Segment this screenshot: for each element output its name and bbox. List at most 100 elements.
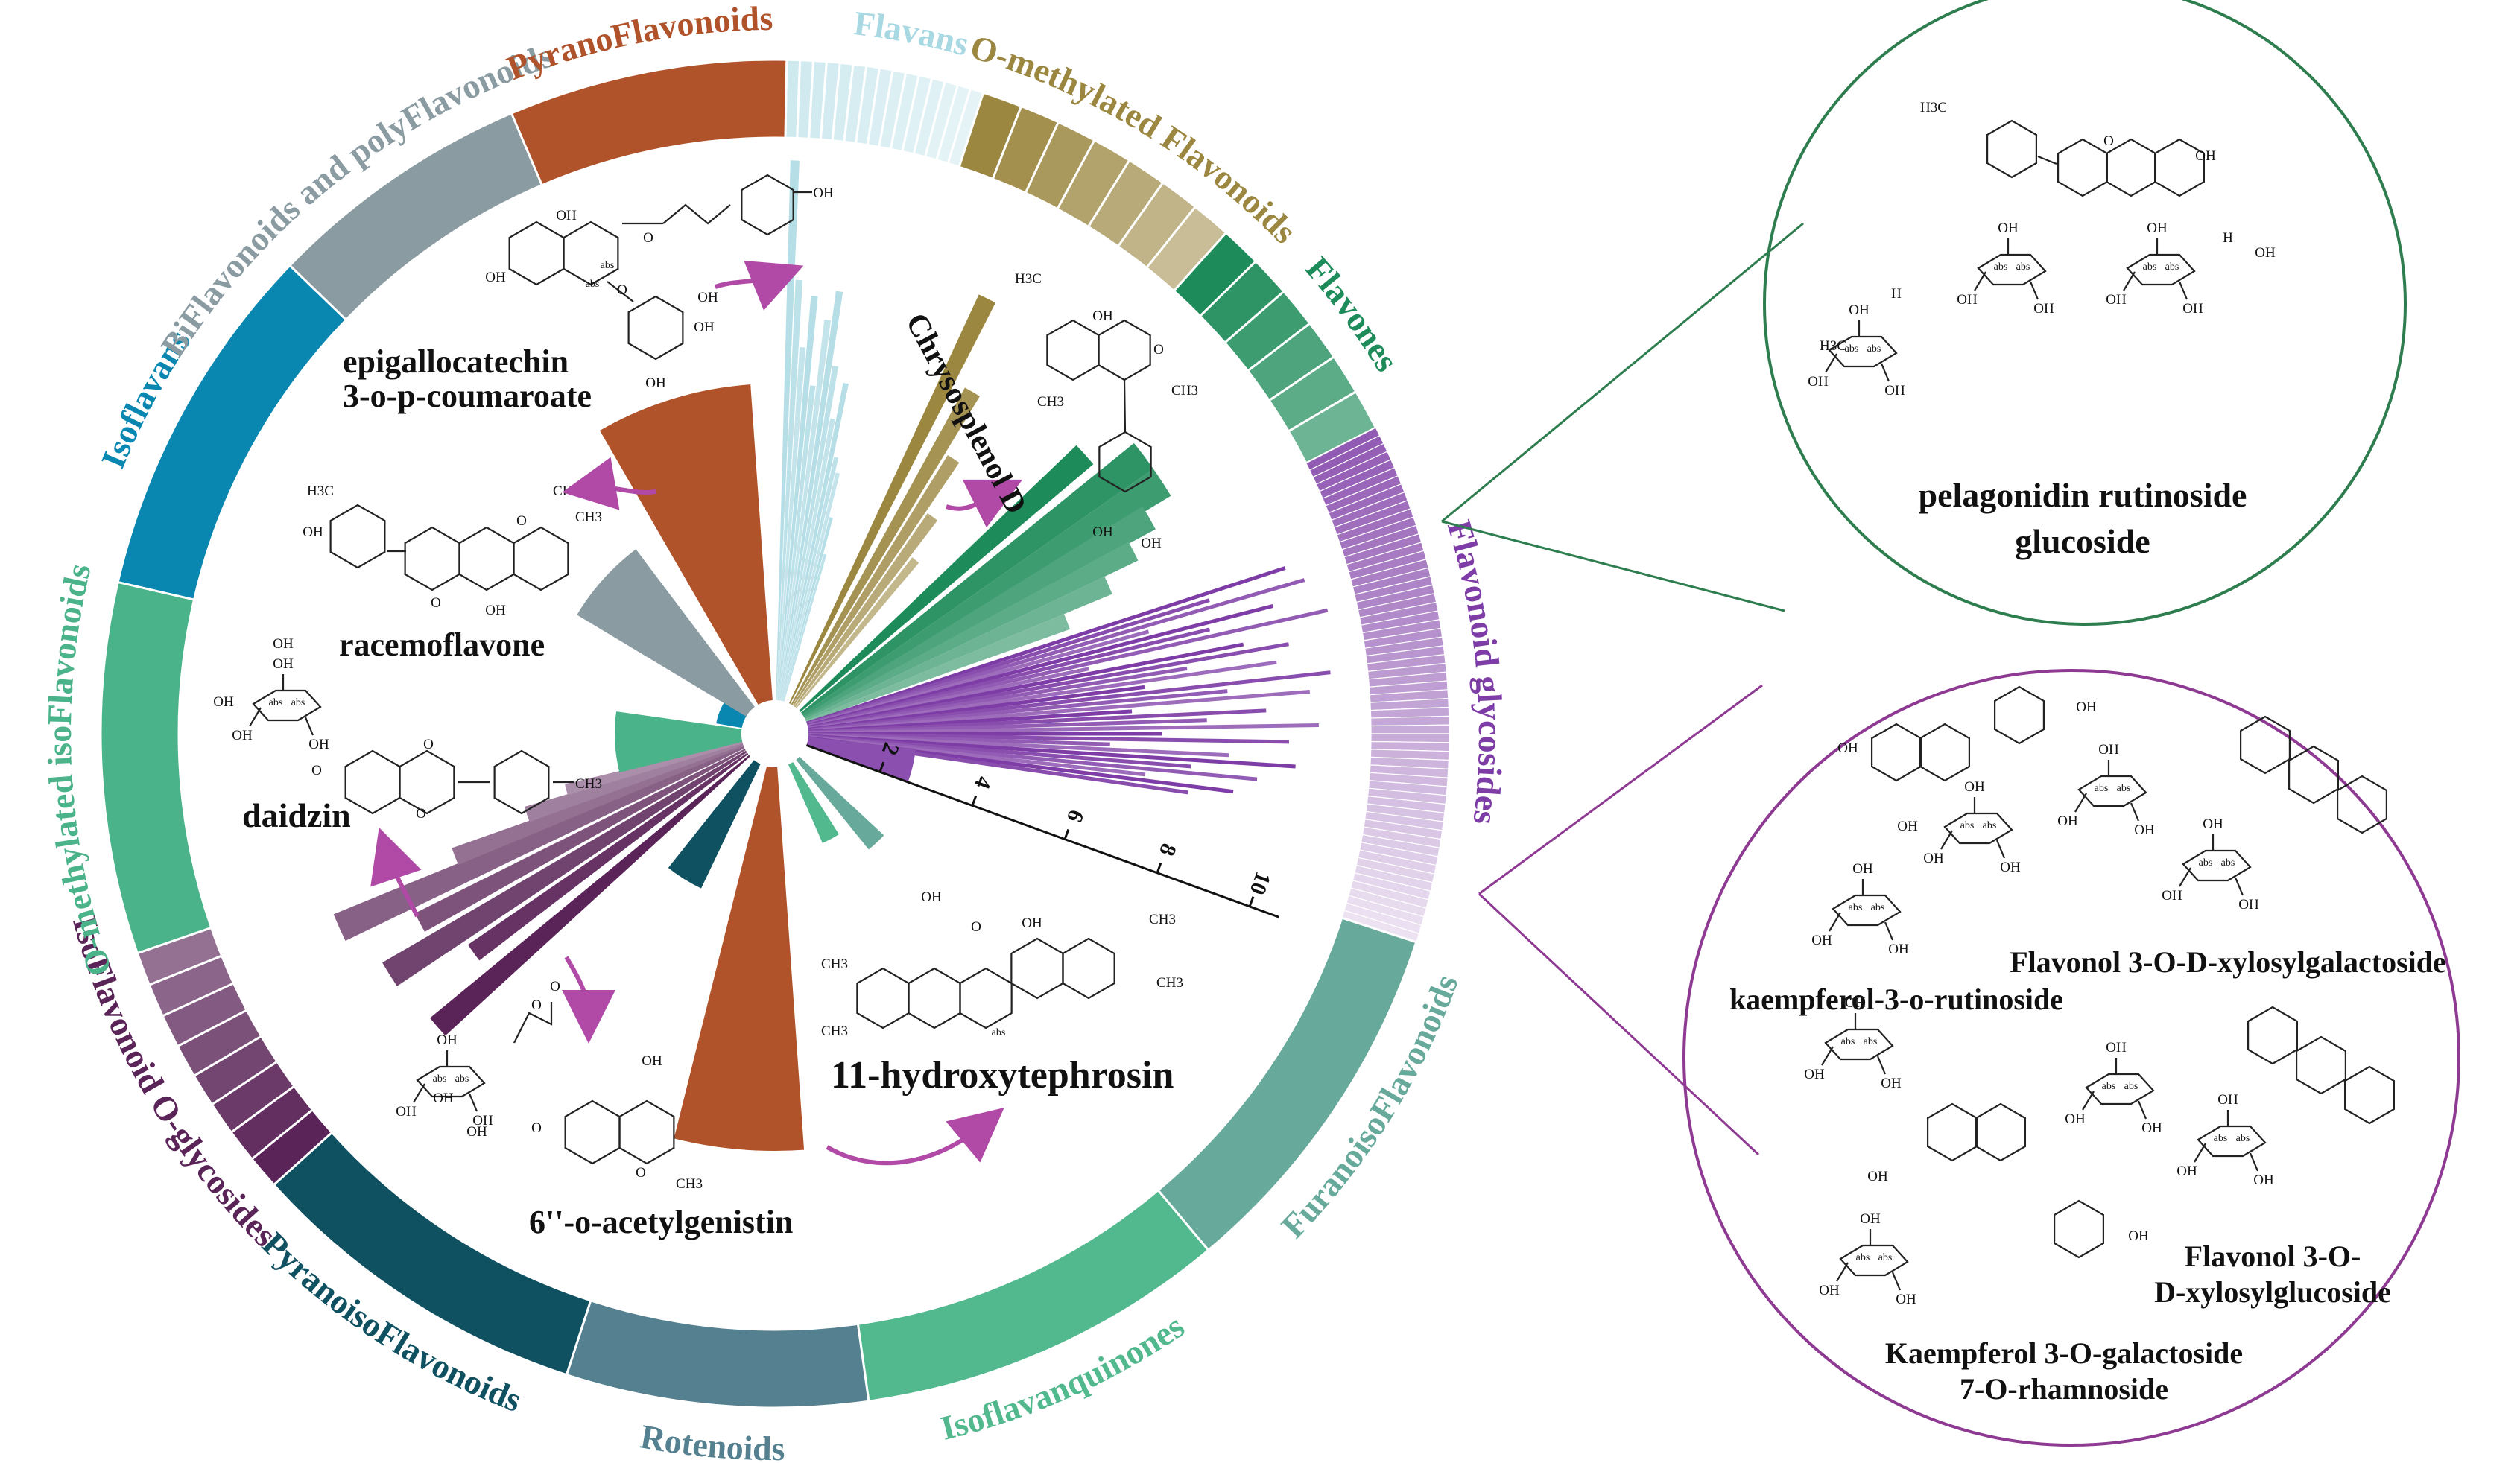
atom-label: OH — [2106, 292, 2127, 308]
bottom-inset-connector — [1478, 684, 1763, 1156]
bond — [2194, 1143, 2206, 1163]
axis-tick-label: 6 — [1062, 807, 1089, 825]
flavans-bar — [782, 472, 840, 702]
atom-label: OH — [1092, 308, 1113, 324]
flavans-bar — [779, 319, 832, 701]
ring-bond — [2105, 138, 2157, 197]
ring-bond — [563, 220, 619, 286]
atom-label: OH — [303, 524, 323, 540]
atom-label: abs — [1878, 1252, 1893, 1263]
atom-label: OH — [2255, 245, 2276, 261]
bond — [1940, 830, 1953, 850]
atom-label: O — [531, 997, 542, 1013]
bond — [2037, 155, 2057, 165]
atom-label: OH — [1860, 1211, 1881, 1227]
atom-label: OH — [437, 1032, 458, 1048]
atom-label: OH — [2098, 742, 2119, 758]
atom-label: OH — [1964, 779, 1985, 795]
xylosylgalactoside-label: Flavonol 3-O-D-xylosylgalactoside — [2010, 945, 2446, 979]
ring-bond — [399, 749, 455, 815]
bond — [1880, 363, 1890, 382]
isoflavonoid-o-glycosides-bar — [452, 745, 744, 866]
xylosylglucoside-label: D-xylosylglucoside — [2154, 1275, 2391, 1309]
sugar-ring — [416, 1065, 486, 1098]
ring-bond — [1062, 937, 1115, 1000]
o-methylated-flavonoids-bar — [794, 513, 938, 708]
daidzin-label: daidzin — [242, 796, 351, 834]
atom-label: OH — [1022, 915, 1042, 931]
flavans-bar — [777, 295, 818, 701]
atom-label: OH — [1897, 819, 1918, 834]
kaempferol-label: kaempferol-3-o-rutinoside — [1729, 983, 2063, 1016]
ring-segment — [856, 1188, 1210, 1403]
ring-bond — [856, 967, 910, 1029]
ring-segment — [1370, 733, 1450, 743]
isoflavonoid-o-glycosides-bar — [414, 749, 746, 932]
isoflavonoid-o-glycosides-bar — [333, 746, 745, 942]
ring-segment — [510, 58, 788, 187]
atom-label: OH — [1888, 942, 1909, 957]
atom-label: OH — [2147, 220, 2168, 236]
ring-bond — [908, 967, 961, 1029]
bond — [1821, 1046, 1834, 1066]
atom-label: abs — [2095, 783, 2109, 794]
flavones-bar — [803, 506, 1156, 718]
isoflavonoid-o-glycosides-bar — [565, 741, 743, 796]
flavones-bar — [800, 442, 1153, 715]
bond — [1836, 1262, 1849, 1282]
ring-bond — [1993, 685, 2045, 745]
ring-bond — [741, 174, 794, 236]
ring-bond — [404, 526, 460, 591]
bond — [2249, 1152, 2259, 1172]
bond — [1123, 379, 1127, 433]
pointer-arrow — [561, 956, 615, 1044]
bond — [304, 717, 314, 736]
atom-label: OH — [645, 375, 666, 391]
atom-label: abs — [586, 279, 600, 290]
atom-label: OH — [1923, 851, 1944, 866]
flavans-bar — [783, 517, 833, 702]
atom-label: abs — [1994, 261, 2008, 273]
o-methylated-flavonoids-bar — [792, 455, 960, 706]
atom-label: OH — [694, 320, 715, 335]
sugar-ring — [2085, 1073, 2155, 1105]
atom-label: abs — [1983, 820, 1997, 831]
atom-label: abs — [2124, 1081, 2138, 1092]
pointer-arrow — [370, 827, 422, 918]
atom-label: OH — [1884, 383, 1905, 399]
ring-bond — [1919, 723, 1971, 782]
isoflavonoid-o-glycosides-bar — [382, 750, 747, 986]
atom-label: OH — [2182, 301, 2203, 317]
axis-tick-label: 10 — [1245, 869, 1276, 898]
ring-bond — [344, 749, 401, 815]
atom-label: OH — [433, 1091, 454, 1106]
ring-segment — [1370, 715, 1450, 727]
sugar-ring — [2077, 775, 2147, 807]
ring-bond — [2343, 1065, 2396, 1125]
acetylgenistin-label: 6''-o-acetylgenistin — [529, 1204, 793, 1240]
atom-label: abs — [433, 1073, 447, 1085]
rotenoids-bar — [674, 766, 805, 1151]
atom-label: OH — [2057, 813, 2078, 829]
atom-label: abs — [1867, 343, 1881, 355]
ring-bond — [513, 526, 569, 591]
ring-bond — [618, 1099, 675, 1165]
atom-label: H — [2223, 230, 2233, 246]
atom-label: abs — [291, 697, 305, 708]
ring-bond — [1046, 319, 1100, 381]
axis-tick-label: 8 — [1154, 840, 1181, 859]
epigallocatechin-label: epigallocatechin — [343, 343, 569, 380]
atom-label: CH3 — [575, 776, 602, 792]
biflavonoids-bar — [577, 549, 755, 717]
atom-label: H3C — [1820, 338, 1846, 354]
bond — [1995, 840, 2006, 859]
kaempferol-galactoside-label: Kaempferol 3-O-galactoside — [1885, 1336, 2243, 1370]
isoflavanquinones-bar — [788, 761, 839, 843]
ring-segment — [288, 111, 544, 322]
